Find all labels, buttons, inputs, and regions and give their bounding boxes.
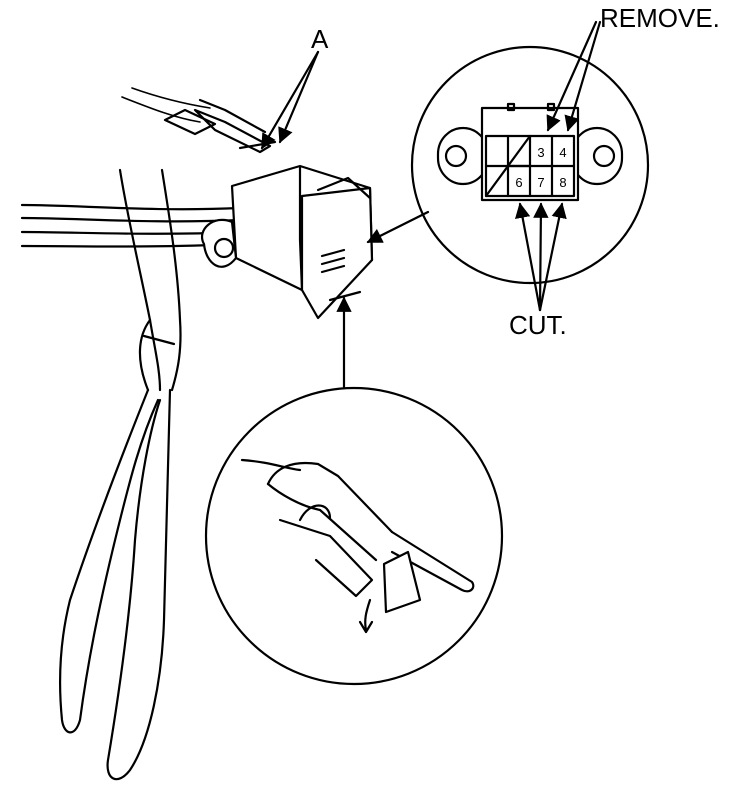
label-a: A bbox=[311, 24, 329, 54]
terminal-lock-callout bbox=[204, 386, 504, 686]
pin-6: 6 bbox=[515, 175, 522, 190]
removed-terminals bbox=[121, 87, 277, 154]
a-leader-arrows bbox=[260, 50, 320, 150]
label-remove: REMOVE. bbox=[600, 3, 720, 33]
cut-arrows bbox=[515, 202, 567, 312]
pin-3: 3 bbox=[537, 145, 544, 160]
face-leader-arrow bbox=[366, 210, 430, 244]
connector-face-callout bbox=[410, 45, 650, 285]
label-cut: CUT. bbox=[509, 310, 567, 340]
remove-arrows bbox=[546, 20, 602, 132]
pin-8: 8 bbox=[559, 175, 566, 190]
connector-housing bbox=[201, 164, 374, 320]
cutting-pliers bbox=[58, 168, 182, 781]
pin-4: 4 bbox=[559, 145, 566, 160]
pin-7: 7 bbox=[537, 175, 544, 190]
